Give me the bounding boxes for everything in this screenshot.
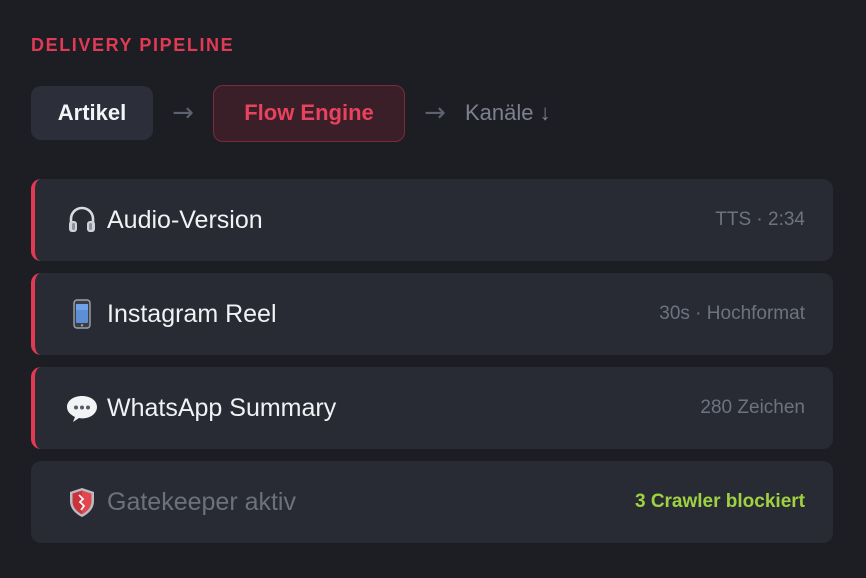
channel-meta: TTS · 2:34	[715, 209, 805, 230]
channel-card-whatsapp[interactable]: WhatsApp Summary 280 Zeichen	[31, 367, 833, 449]
channel-title: Instagram Reel	[107, 299, 277, 328]
channel-card-audio[interactable]: Audio-Version TTS · 2:34	[31, 179, 833, 261]
pipeline-step-artikel[interactable]: Artikel	[31, 86, 153, 140]
pipeline-step-flow-engine[interactable]: Flow Engine	[213, 84, 405, 142]
shield-icon	[65, 485, 99, 519]
channel-meta: 30s · Hochformat	[659, 303, 805, 324]
section-title: DELIVERY PIPELINE	[31, 35, 235, 55]
speech-bubble-icon	[65, 391, 99, 425]
gatekeeper-status: 3 Crawler blockiert	[634, 491, 805, 512]
channel-title: Audio-Version	[107, 205, 263, 234]
channel-card-instagram[interactable]: Instagram Reel 30s · Hochformat	[31, 273, 833, 355]
headphones-icon	[65, 203, 99, 237]
channel-title: WhatsApp Summary	[107, 393, 337, 422]
gatekeeper-card: Gatekeeper aktiv 3 Crawler blockiert	[31, 461, 833, 543]
channel-meta: 280 Zeichen	[700, 397, 805, 418]
arrow-right-icon: →	[172, 98, 194, 128]
phone-icon	[65, 297, 99, 331]
arrow-right-icon: →	[424, 98, 446, 128]
pipeline-flow: Artikel → Flow Engine → Kanäle ↓	[31, 84, 551, 142]
gatekeeper-title: Gatekeeper aktiv	[107, 487, 296, 516]
pipeline-step-kanaele[interactable]: Kanäle ↓	[465, 100, 551, 125]
